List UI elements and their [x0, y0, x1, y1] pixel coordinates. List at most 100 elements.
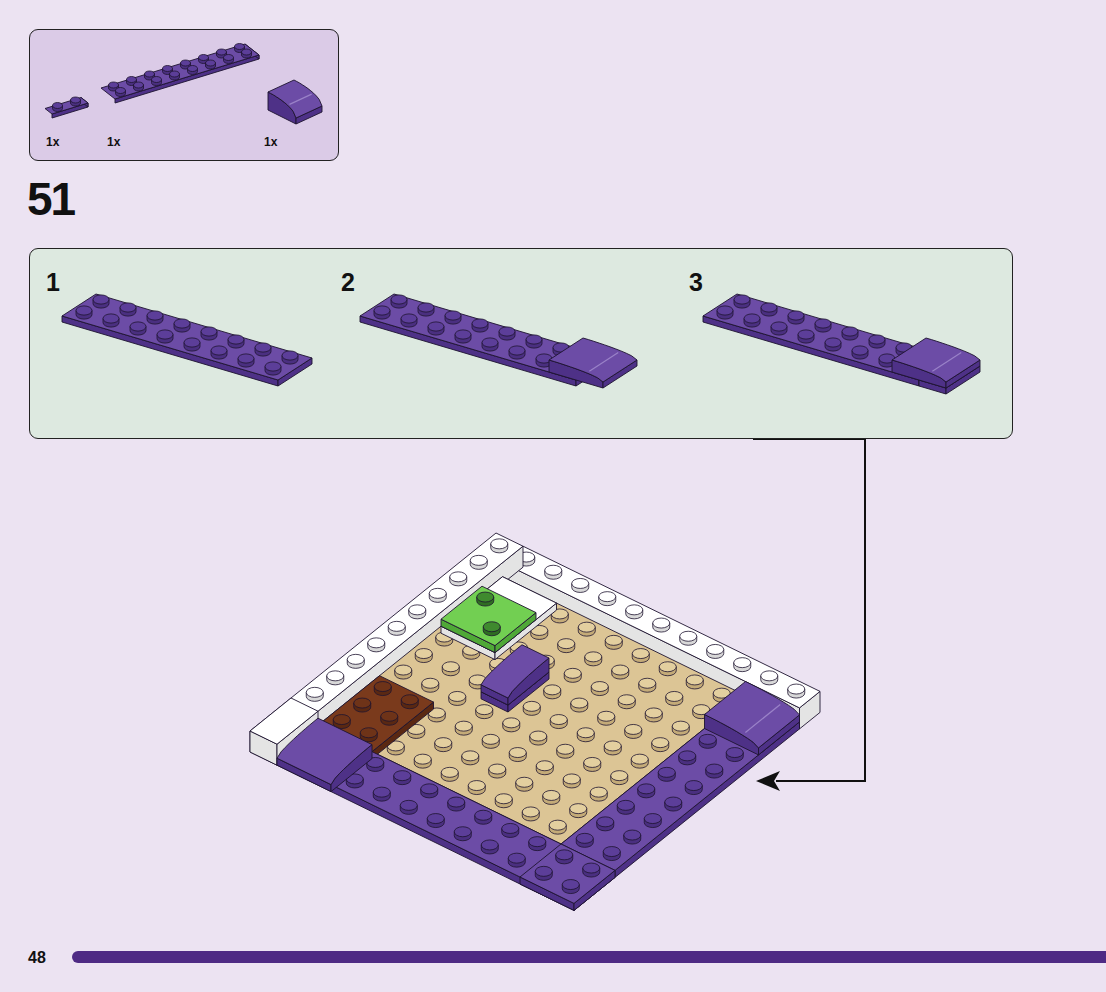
stud-top: [761, 303, 777, 312]
stud-top: [535, 866, 552, 876]
slope-highlight: [932, 353, 961, 372]
parts-panel-fill: [29, 29, 339, 161]
stud-top: [441, 767, 458, 777]
stud-top: [435, 738, 452, 748]
stud-top: [448, 797, 465, 807]
stud-top: [550, 715, 567, 725]
stud-top: [618, 695, 635, 705]
stud-top: [590, 787, 607, 797]
brick-face: [115, 55, 259, 103]
stud-top: [170, 71, 180, 77]
stud-top: [395, 665, 412, 675]
leader-arrowhead: [756, 771, 780, 791]
stud-top: [76, 306, 92, 315]
stud-top: [442, 662, 459, 672]
stud-top: [631, 754, 648, 764]
page-number: 48: [28, 950, 46, 966]
stud-top: [599, 592, 616, 602]
stud-top: [744, 314, 760, 323]
part-count: 1x: [46, 136, 59, 148]
stud-top: [265, 362, 281, 371]
slope-highlight: [290, 94, 312, 104]
stud-top: [666, 691, 683, 701]
stud-top: [815, 319, 831, 328]
stud-top: [145, 71, 155, 77]
stud-top: [211, 346, 227, 355]
stud-top: [852, 346, 868, 355]
stud-top: [536, 761, 553, 771]
stud-top: [717, 306, 733, 315]
stud-top: [491, 539, 508, 549]
stud-top: [509, 346, 525, 355]
stud-top: [562, 880, 579, 890]
stud-top: [734, 295, 750, 304]
stud-top: [199, 55, 209, 61]
stud-top: [147, 311, 163, 320]
stud-top: [495, 794, 512, 804]
stud-top: [116, 88, 126, 94]
stud-top: [556, 850, 573, 860]
stud-top: [503, 718, 520, 728]
stud-top: [672, 721, 689, 731]
stud-top: [726, 748, 743, 758]
stud-top: [639, 678, 656, 688]
stud-top: [499, 327, 515, 336]
stud-top: [109, 82, 119, 88]
stud-top: [475, 810, 492, 820]
stud-top: [549, 820, 566, 830]
stud-top: [53, 103, 63, 109]
stud-top: [450, 572, 467, 582]
stud-top: [545, 565, 562, 575]
stud-top: [481, 840, 498, 850]
stud-top: [522, 807, 539, 817]
stud-top: [685, 781, 702, 791]
stud-top: [707, 644, 724, 654]
stud-top: [103, 314, 119, 323]
stud-top: [842, 327, 858, 336]
stud-top: [530, 731, 547, 741]
substep-number: 1: [46, 270, 60, 295]
page-bar: [72, 951, 1106, 963]
stud-top: [645, 708, 662, 718]
stud-top: [368, 638, 385, 648]
stud-top: [825, 338, 841, 347]
stud-top: [699, 734, 716, 744]
stud-top: [445, 311, 461, 320]
stud-top: [306, 687, 323, 697]
stud-top: [93, 295, 109, 304]
stud-top: [428, 322, 444, 331]
stud-top: [632, 649, 649, 659]
stud-top: [347, 654, 364, 664]
stud-top: [558, 639, 575, 649]
stud-top: [455, 721, 472, 731]
stud-top: [483, 622, 500, 632]
stud-top: [509, 748, 526, 758]
stud-top: [174, 319, 190, 328]
stud-top: [235, 44, 245, 50]
stud-top: [401, 695, 418, 705]
stud-top: [564, 668, 581, 678]
parts-list-box: 1x1x1x: [29, 29, 339, 161]
substep-number: 2: [341, 270, 355, 295]
stud-top: [869, 335, 885, 344]
stud-top: [570, 804, 587, 814]
stud-top: [626, 605, 643, 615]
stud-top: [157, 330, 173, 339]
slope-highlight: [589, 353, 618, 372]
slope-top: [892, 338, 980, 382]
part-count: 1x: [264, 136, 277, 148]
stud-top: [454, 827, 471, 837]
stud-top: [625, 724, 642, 734]
substep-3-figure: [703, 294, 980, 394]
stud-top: [605, 635, 622, 645]
stud-top: [391, 295, 407, 304]
stud-top: [120, 303, 136, 312]
stud-top: [394, 771, 411, 781]
stud-top: [455, 330, 471, 339]
stud-top: [572, 578, 589, 588]
stud-top: [557, 744, 574, 754]
stud-top: [388, 621, 405, 631]
brick-top: [520, 844, 615, 903]
